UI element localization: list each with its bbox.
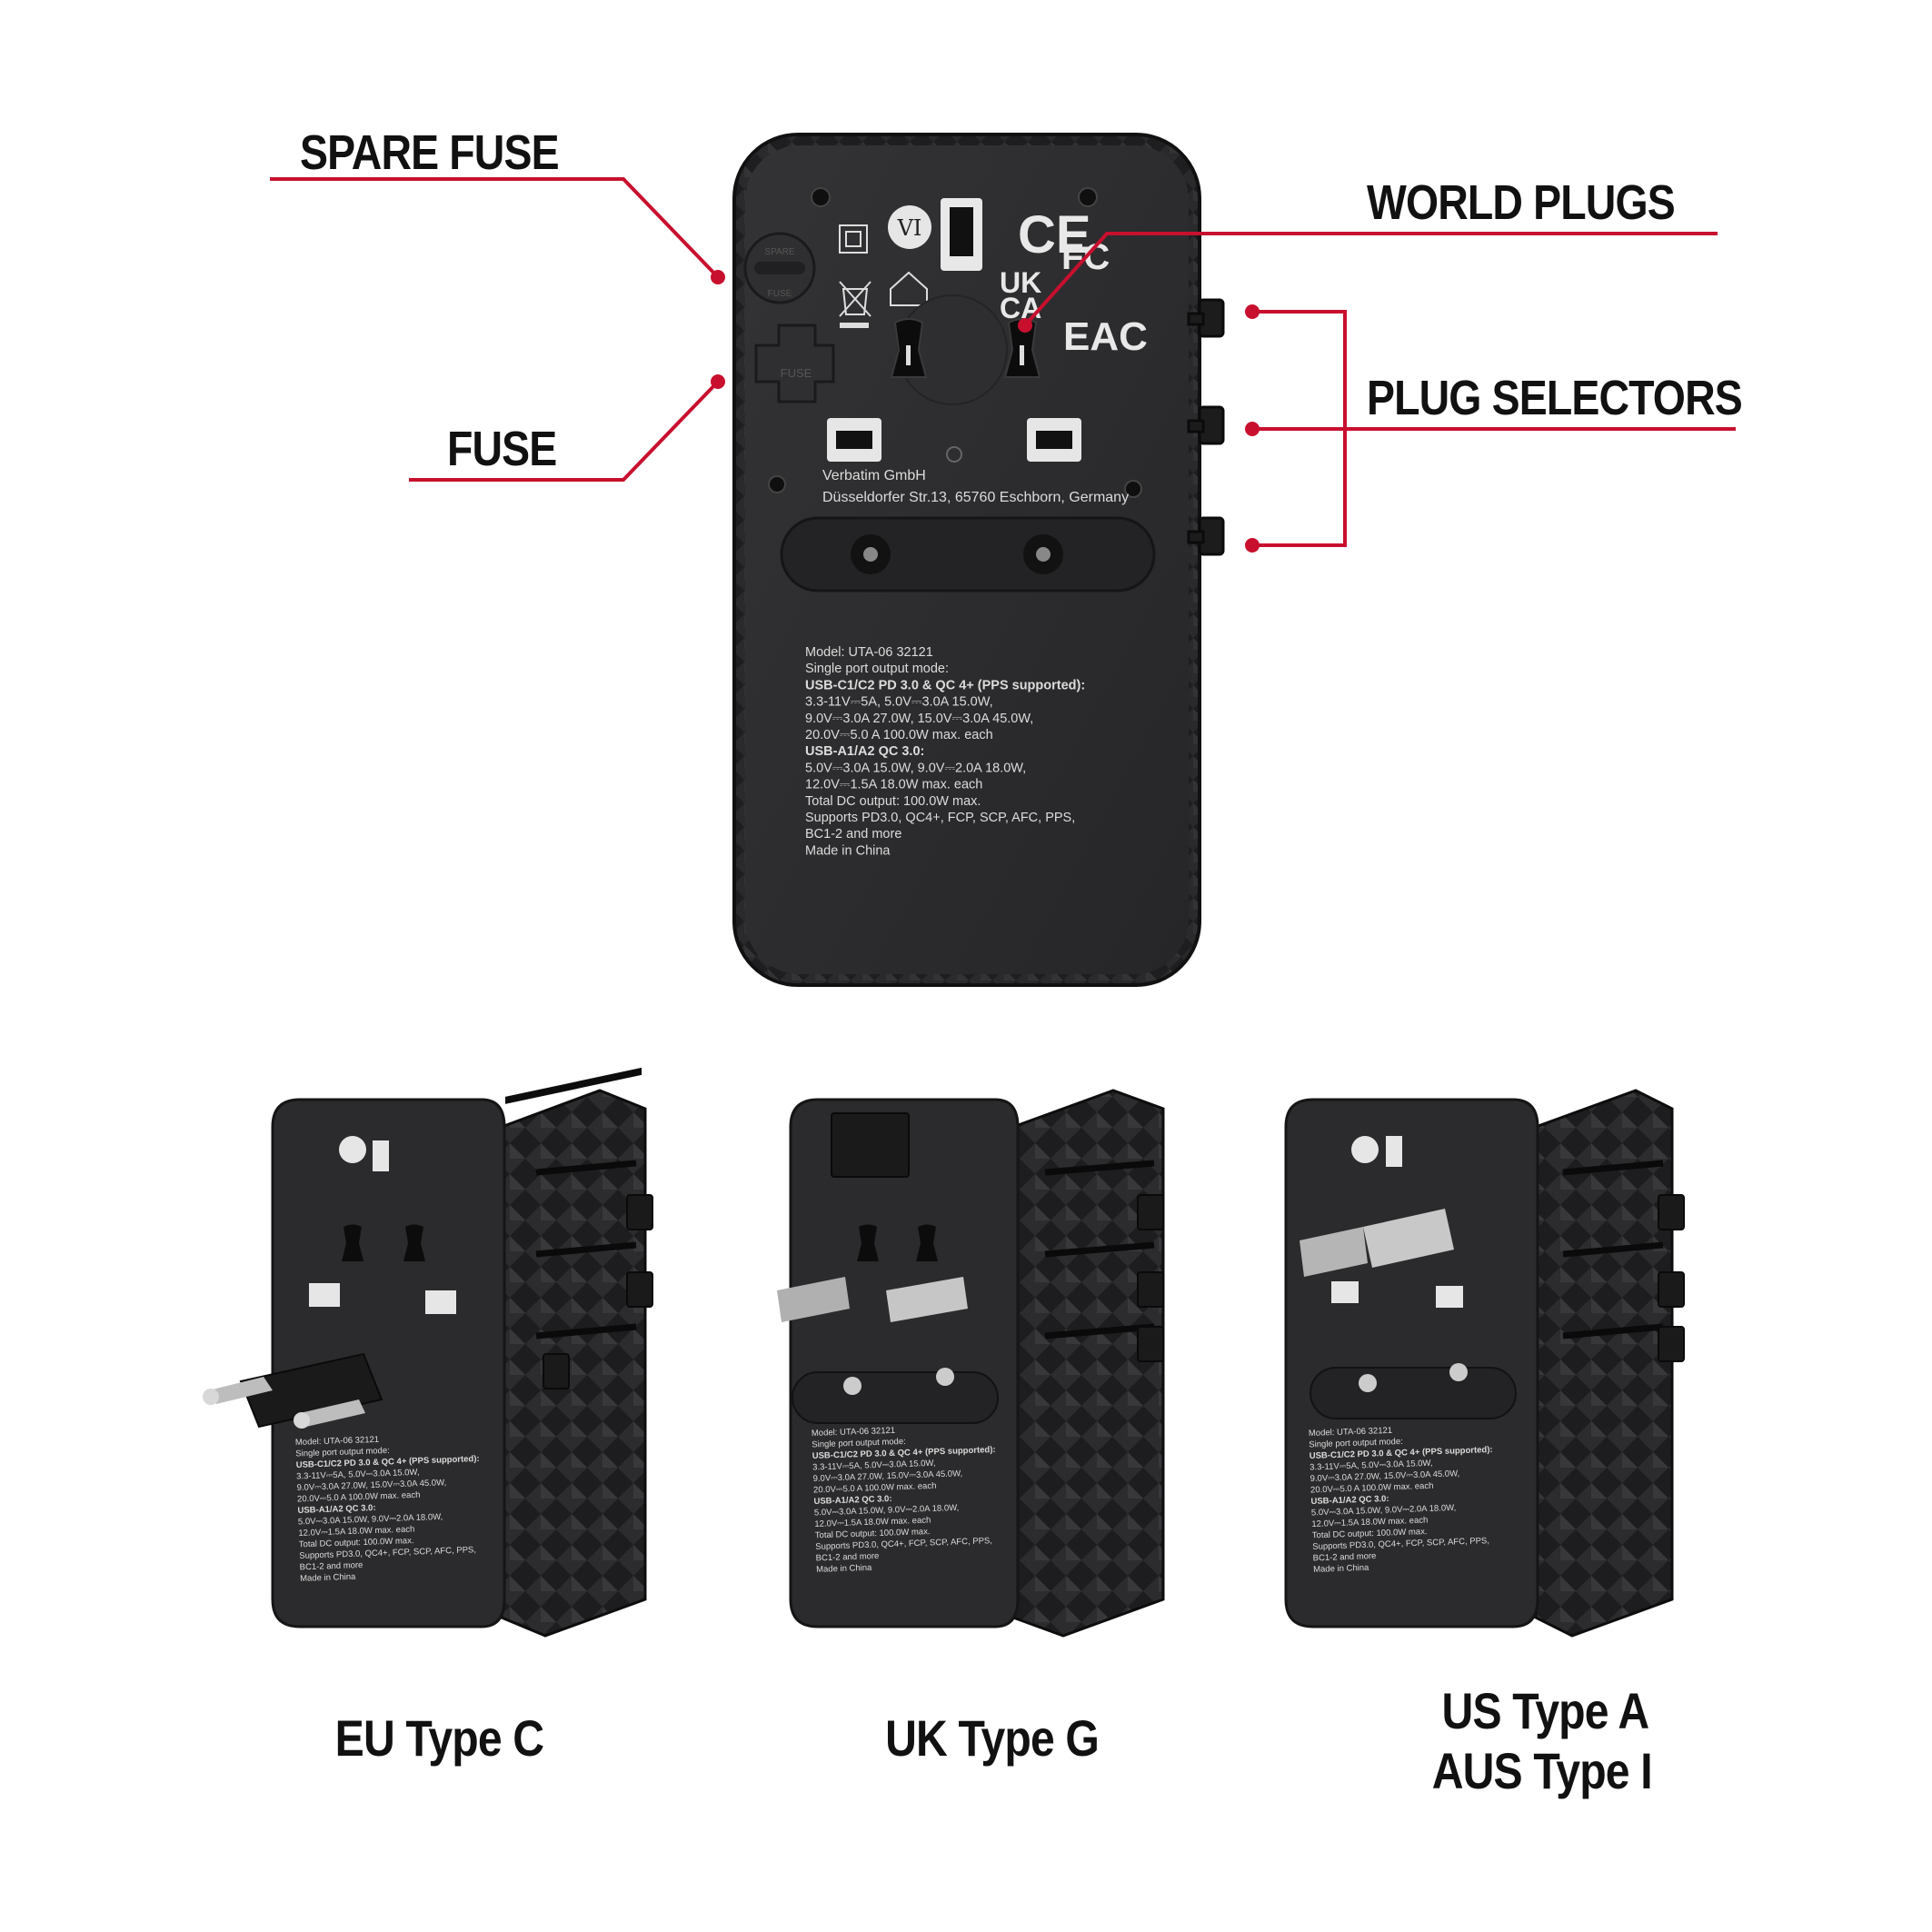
spec-line: 12.0V⎓1.5A 18.0W max. each	[298, 1524, 414, 1538]
spec-line: Single port output mode:	[805, 662, 949, 676]
caption-aus-type-i: AUS Type I	[1431, 1742, 1653, 1799]
spec-line: 20.0V⎓5.0 A 100.0W max. each	[1310, 1481, 1434, 1496]
callout-world-plugs: WORLD PLUGS	[1367, 175, 1676, 230]
spec-line: Made in China	[805, 843, 891, 858]
caption-uk-type-g: UK Type G	[885, 1709, 1100, 1767]
spec-line: USB-A1/A2 QC 3.0:	[297, 1503, 375, 1516]
spec-line: 3.3-11V⎓5A, 5.0V⎓3.0A 15.0W,	[296, 1468, 420, 1482]
spec-line: Model: UTA-06 32121	[805, 645, 933, 660]
spec-line: BC1-2 and more	[1313, 1551, 1377, 1563]
spec-line: Single port output mode:	[812, 1437, 906, 1450]
fuse-label-print: FUSE	[781, 366, 812, 380]
spec-line: 3.3-11V⎓5A, 5.0V⎓3.0A 15.0W,	[812, 1459, 936, 1473]
spec-line: USB-A1/A2 QC 3.0:	[805, 744, 924, 759]
spec-line: Total DC output: 100.0W max.	[1312, 1527, 1428, 1540]
spec-line: 12.0V⎓1.5A 18.0W max. each	[1311, 1515, 1428, 1529]
spec-line: 20.0V⎓5.0 A 100.0W max. each	[813, 1481, 937, 1496]
spec-line: Total DC output: 100.0W max.	[299, 1536, 414, 1549]
eac-mark: EAC	[1063, 314, 1148, 359]
ce-mark: CE	[1018, 205, 1091, 264]
vi-efficiency-mark: VI	[897, 215, 922, 241]
spec-line: USB-A1/A2 QC 3.0:	[813, 1494, 891, 1507]
spec-line: Model: UTA-06 32121	[1309, 1426, 1393, 1439]
spec-line: 12.0V⎓1.5A 18.0W max. each	[814, 1515, 931, 1529]
spec-line: Made in China	[300, 1572, 356, 1584]
spec-line: Model: UTA-06 32121	[295, 1435, 380, 1448]
spec-line: 3.3-11V⎓5A, 5.0V⎓3.0A 15.0W,	[805, 695, 993, 710]
callout-spare-fuse: SPARE FUSE	[300, 125, 560, 180]
variant-eu-type-c	[271, 1067, 647, 1638]
spec-line: 9.0V⎓3.0A 27.0W, 15.0V⎓3.0A 45.0W,	[805, 712, 1033, 726]
spare-label-print: SPARE	[764, 247, 794, 257]
callout-plug-selectors: PLUG SELECTORS	[1367, 371, 1743, 425]
callout-lines	[270, 177, 1736, 553]
spec-line: 20.0V⎓5.0 A 100.0W max. each	[805, 728, 993, 742]
spec-line: 20.0V⎓5.0 A 100.0W max. each	[297, 1490, 421, 1505]
spec-line: Total DC output: 100.0W max.	[815, 1527, 931, 1540]
spec-line: 5.0V⎓3.0A 15.0W, 9.0V⎓2.0A 18.0W,	[805, 761, 1026, 775]
spec-line: USB-A1/A2 QC 3.0:	[1310, 1494, 1389, 1507]
caption-eu-type-c: EU Type C	[334, 1709, 544, 1767]
spec-line: BC1-2 and more	[805, 827, 901, 842]
spec-line: Single port output mode:	[1309, 1437, 1403, 1450]
caption-us-type-a: US Type A	[1441, 1682, 1650, 1739]
spec-line: Supports PD3.0, QC4+, FCP, SCP, AFC, PPS…	[805, 811, 1075, 825]
spec-line: Made in China	[816, 1563, 872, 1575]
spec-line: USB-C1/C2 PD 3.0 & QC 4+ (PPS supported)…	[805, 678, 1085, 692]
spec-line: Made in China	[1313, 1563, 1369, 1575]
spare-fuse-label-print: FUSE	[768, 289, 792, 299]
spec-line: Model: UTA-06 32121	[812, 1426, 896, 1439]
main-adapter-rear-view: SPARE FUSE FUSE VI CE FC UK CA EAC	[732, 133, 1225, 987]
manufacturer-address: Düsseldorfer Str.13, 65760 Eschborn, Ger…	[822, 490, 1129, 505]
spec-line: Total DC output: 100.0W max.	[805, 794, 981, 809]
manufacturer-name: Verbatim GmbH	[822, 468, 926, 483]
spec-line: 12.0V⎓1.5A 18.0W max. each	[805, 778, 982, 792]
spec-line: 3.3-11V⎓5A, 5.0V⎓3.0A 15.0W,	[1310, 1459, 1433, 1473]
callout-fuse: FUSE	[447, 422, 557, 476]
ukca-mark-top: UK	[1000, 266, 1041, 299]
spec-line: Single port output mode:	[295, 1446, 390, 1459]
spec-line: BC1-2 and more	[300, 1560, 363, 1572]
variant-uk-type-g	[789, 1089, 1165, 1638]
spec-line: BC1-2 and more	[816, 1551, 880, 1563]
